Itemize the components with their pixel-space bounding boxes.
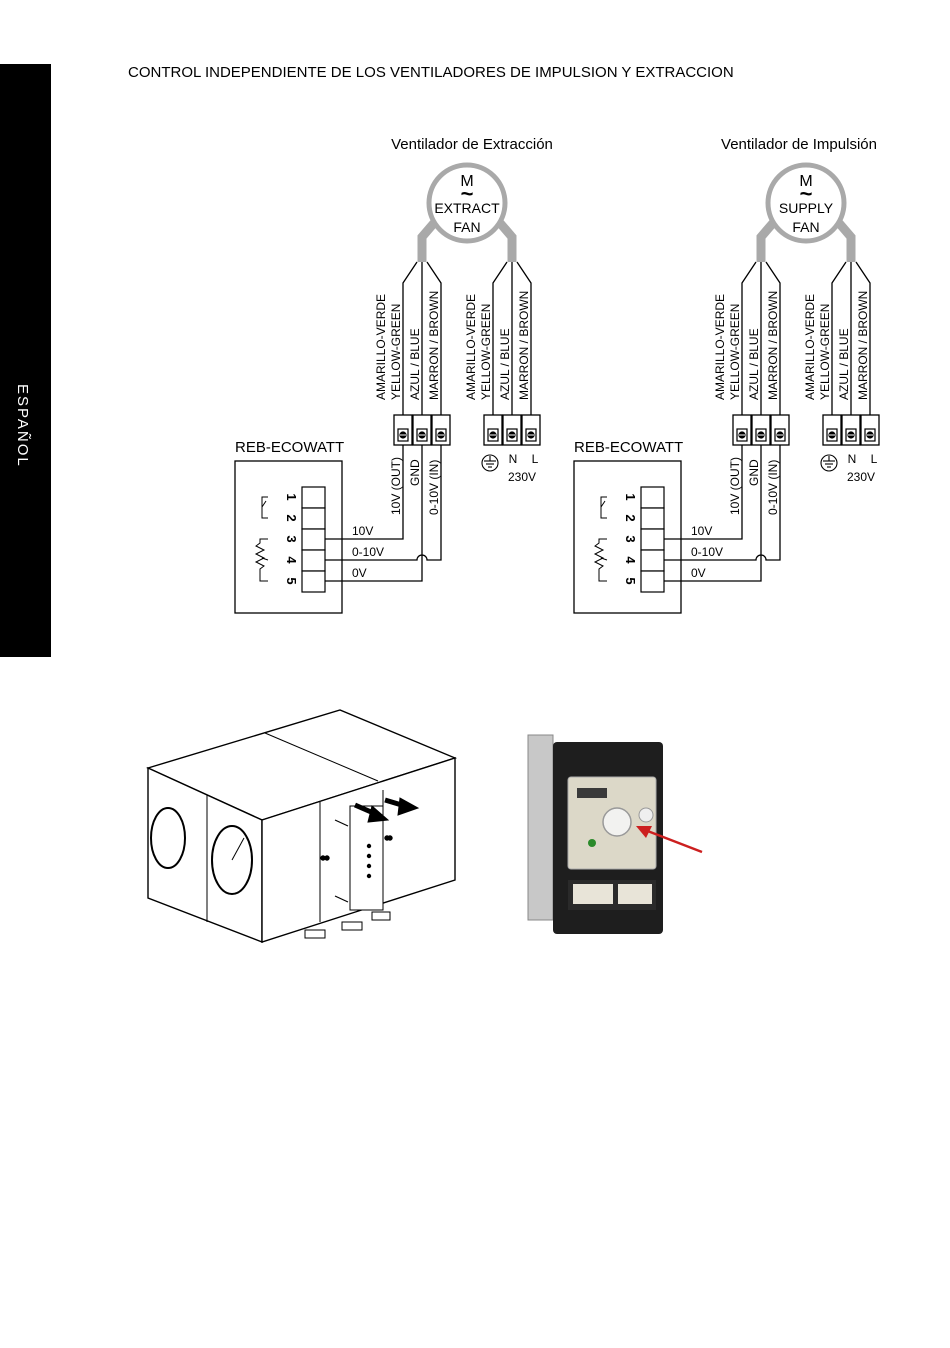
fan-heading: Ventilador de Extracción xyxy=(391,136,553,153)
potentiometer-icon xyxy=(254,538,269,582)
terminal-number: 3 xyxy=(284,535,299,542)
speed-knob-icon xyxy=(602,807,632,837)
page-title: CONTROL INDEPENDIENTE DE LOS VENTILADORE… xyxy=(128,64,734,81)
line-label: 10V xyxy=(352,524,373,538)
wire-label: YELLOW-GREEN xyxy=(818,304,832,400)
diagram-extract: Ventilador de Extracción M ~ EXTRACT FAN… xyxy=(234,136,553,614)
wire-label: YELLOW-GREEN xyxy=(389,304,403,400)
motor-circle xyxy=(426,162,508,244)
motor-circle xyxy=(765,162,847,244)
relay-contact-icon xyxy=(261,496,268,519)
line-label: 10V xyxy=(691,524,712,538)
wire-label: AZUL / BLUE xyxy=(498,328,512,400)
controller-name: REB-ECOWATT xyxy=(574,439,683,456)
terminal-number: 1 xyxy=(623,493,638,500)
motor-letter: M xyxy=(460,173,473,190)
fan-label: FAN xyxy=(453,219,480,235)
fan-label: SUPPLY xyxy=(779,200,834,216)
live-label: L xyxy=(871,452,878,466)
fan-label: EXTRACT xyxy=(434,200,500,216)
signal-label: 0-10V (IN) xyxy=(427,460,441,515)
voltage-label: 230V xyxy=(847,470,875,484)
ground-icon xyxy=(820,454,838,472)
signal-label: 0-10V (IN) xyxy=(766,460,780,515)
line-label: 0-10V xyxy=(691,545,723,559)
signal-label: GND xyxy=(747,459,761,486)
pointer-arrow-icon xyxy=(636,826,703,854)
neutral-label: N xyxy=(848,452,857,466)
wire-label: MARRON / BROWN xyxy=(856,291,870,400)
signal-label: GND xyxy=(408,459,422,486)
terminal-block xyxy=(732,414,880,446)
terminal-number: 2 xyxy=(623,514,638,521)
terminal-number: 5 xyxy=(623,577,638,584)
ac-tilde: ~ xyxy=(800,181,813,206)
potentiometer-icon xyxy=(593,538,608,582)
wire-label: AMARILLO-VERDE xyxy=(464,294,478,400)
ac-tilde: ~ xyxy=(461,181,474,206)
wire-label: AMARILLO-VERDE xyxy=(374,294,388,400)
fan-label: FAN xyxy=(792,219,819,235)
terminal-number: 2 xyxy=(284,514,299,521)
wire-label: MARRON / BROWN xyxy=(427,291,441,400)
terminal-strip xyxy=(640,486,665,593)
fan-wires xyxy=(402,261,532,420)
diagram-supply: Ventilador de Impulsión M ~ SUPPLY FAN A… xyxy=(573,136,880,614)
wire-label: AZUL / BLUE xyxy=(837,328,851,400)
wire-label: YELLOW-GREEN xyxy=(728,304,742,400)
fan-lead-left xyxy=(417,220,438,262)
signal-label: 10V (OUT) xyxy=(728,457,742,515)
voltage-label: 230V xyxy=(508,470,536,484)
fan-lead-right xyxy=(496,220,517,262)
wire-label: AMARILLO-VERDE xyxy=(713,294,727,400)
terminal-block xyxy=(393,414,541,446)
line-label: 0-10V xyxy=(352,545,384,559)
terminal-number: 3 xyxy=(623,535,638,542)
fan-heading: Ventilador de Impulsión xyxy=(721,136,877,153)
language-sidebar: ESPAÑOL xyxy=(0,64,51,657)
variable-speed-drive-illustration xyxy=(527,734,663,934)
signal-label: 10V (OUT) xyxy=(389,457,403,515)
wire-label: YELLOW-GREEN xyxy=(479,304,493,400)
wire-label: AMARILLO-VERDE xyxy=(803,294,817,400)
wire-label: MARRON / BROWN xyxy=(517,291,531,400)
live-label: L xyxy=(532,452,539,466)
wire-label: AZUL / BLUE xyxy=(747,328,761,400)
arrow-icon xyxy=(354,797,420,823)
motor-letter: M xyxy=(799,173,812,190)
fan-lead-right xyxy=(835,220,856,262)
air-handling-unit-illustration xyxy=(146,709,458,944)
wire-label: AZUL / BLUE xyxy=(408,328,422,400)
terminal-number: 1 xyxy=(284,493,299,500)
fan-wires xyxy=(741,261,871,420)
control-wiring xyxy=(664,445,781,582)
control-wiring xyxy=(325,445,442,582)
terminal-number: 4 xyxy=(623,556,638,564)
ground-icon xyxy=(481,454,499,472)
wire-label: MARRON / BROWN xyxy=(766,291,780,400)
controller-name: REB-ECOWATT xyxy=(235,439,344,456)
language-label: ESPAÑOL xyxy=(14,384,31,468)
line-label: 0V xyxy=(691,566,706,580)
relay-contact-icon xyxy=(600,496,607,519)
fan-lead-left xyxy=(756,220,777,262)
terminal-number: 4 xyxy=(284,556,299,564)
neutral-label: N xyxy=(509,452,518,466)
line-label: 0V xyxy=(352,566,367,580)
terminal-number: 5 xyxy=(284,577,299,584)
terminal-strip xyxy=(301,486,326,593)
